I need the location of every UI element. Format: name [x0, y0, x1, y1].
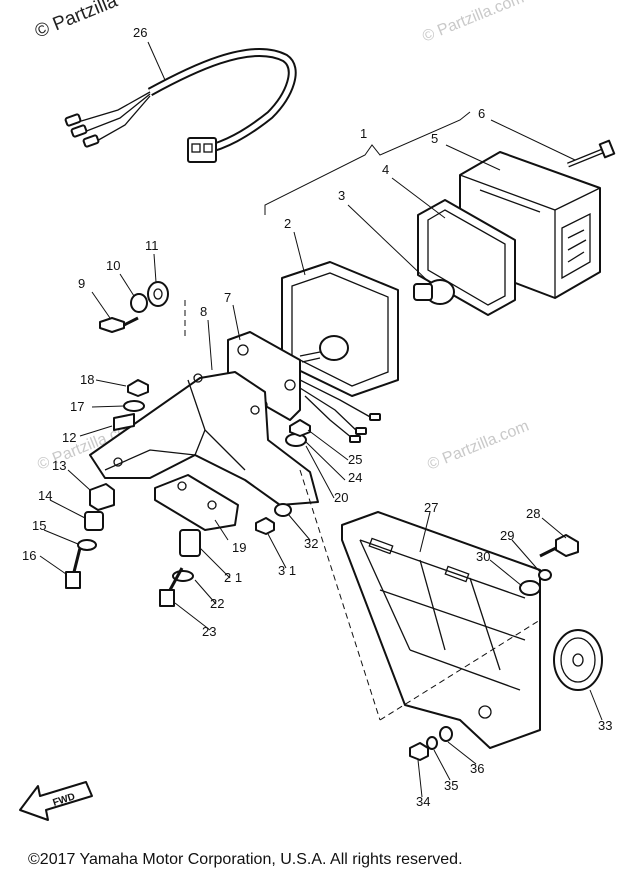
callout-2: 2 [284, 216, 291, 231]
license-bracket [341, 511, 541, 749]
wire-harness [64, 48, 297, 163]
callout-15: 15 [32, 518, 46, 533]
callout-31: 3 1 [278, 563, 296, 578]
callout-9: 9 [78, 276, 85, 291]
callout-1: 1 [360, 126, 367, 141]
callout-4: 4 [382, 162, 389, 177]
callout-36: 36 [470, 761, 484, 776]
callout-33: 33 [598, 718, 612, 733]
callout-12: 12 [62, 430, 76, 445]
callout-13: 13 [52, 458, 66, 473]
callout-16: 16 [22, 548, 36, 563]
callout-25: 25 [348, 452, 362, 467]
callout-27: 27 [424, 500, 438, 515]
wire-leads [299, 379, 381, 443]
callout-22: 22 [210, 596, 224, 611]
callout-17: 17 [70, 399, 84, 414]
callout-labels: 26 1 2 3 4 5 6 7 8 9 10 11 18 17 12 13 1… [22, 25, 612, 809]
callout-10: 10 [106, 258, 120, 273]
forward-arrow: FWD [19, 781, 93, 821]
callout-5: 5 [431, 131, 438, 146]
lens-screw [567, 139, 616, 168]
callout-32: 32 [304, 536, 318, 551]
copyright-notice: ©2017 Yamaha Motor Corporation, U.S.A. A… [28, 851, 463, 868]
bulb [413, 279, 455, 305]
watermark-mid-right: © Partzilla.com [425, 418, 531, 474]
callout-8: 8 [200, 304, 207, 319]
callout-29: 29 [500, 528, 514, 543]
rubber-damper [154, 474, 239, 531]
callout-34: 34 [416, 794, 430, 809]
callout-19: 19 [232, 540, 246, 555]
watermark-top-right: © Partzilla.com [420, 0, 526, 46]
callout-30: 30 [476, 549, 490, 564]
assembly-lines [184, 300, 541, 721]
callout-26: 26 [133, 25, 147, 40]
callout-7: 7 [224, 290, 231, 305]
main-bracket [89, 371, 319, 506]
callout-20: 20 [334, 490, 348, 505]
callout-35: 35 [444, 778, 458, 793]
callout-11: 11 [145, 238, 159, 253]
callout-18: 18 [80, 372, 94, 387]
assembly-bracket-1 [264, 111, 471, 215]
callout-6: 6 [478, 106, 485, 121]
callout-23: 23 [202, 624, 216, 639]
callout-28: 28 [526, 506, 540, 521]
watermark-top: © Partzilla [32, 0, 121, 43]
callout-14: 14 [38, 488, 52, 503]
reflector-hardware [519, 534, 579, 596]
callout-3: 3 [338, 188, 345, 203]
reflector-nuts [409, 726, 453, 761]
callout-24: 24 [348, 470, 362, 485]
callout-21: 2 1 [224, 570, 242, 585]
hardware [65, 281, 311, 607]
reflector [553, 629, 603, 691]
leader-lines [39, 41, 603, 798]
